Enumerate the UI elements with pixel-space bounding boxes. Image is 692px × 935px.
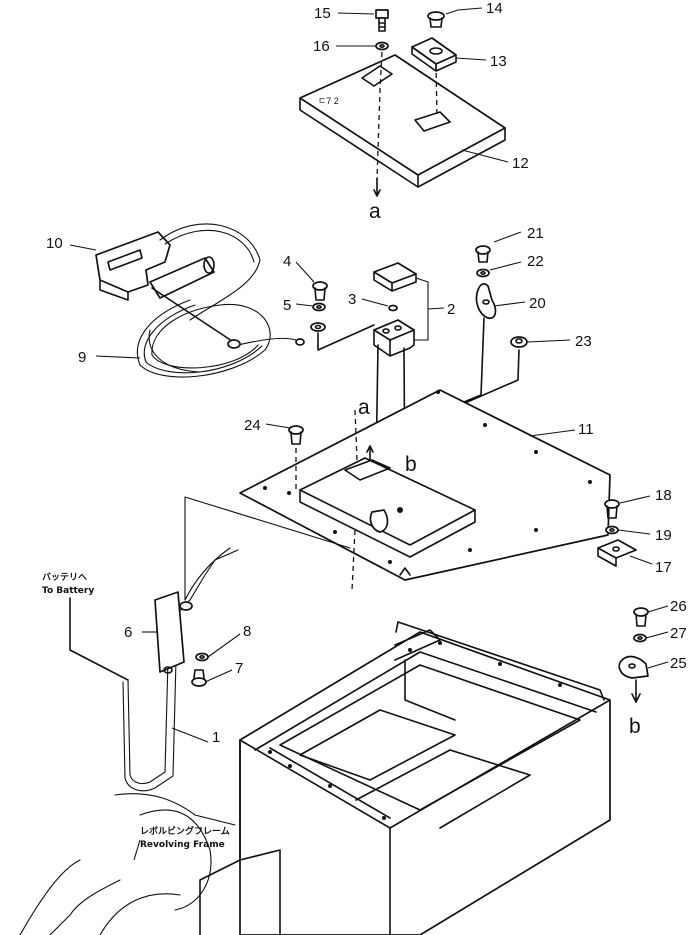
- callout-11: 11: [578, 421, 594, 438]
- bracket-top-2: [373, 262, 417, 292]
- bracket-bottom-2: [373, 319, 415, 357]
- clip-17: [597, 539, 637, 567]
- callout-4: 4: [283, 253, 291, 270]
- bolt-26: [633, 607, 649, 627]
- washer-2: [310, 322, 326, 332]
- callout-2: 2: [447, 301, 455, 318]
- washer-5: [312, 302, 326, 312]
- note-frame-jp: レボルビングフレーム: [140, 825, 230, 837]
- callout-15: 15: [314, 5, 331, 22]
- washer-19: [605, 525, 619, 535]
- callout-labels: 1 2 3 4 5 6 7 8 9 10 11 12 13 14 15 16 1…: [46, 0, 687, 746]
- grommet-23: [510, 336, 528, 348]
- knob-14: [427, 11, 445, 28]
- callout-14: 14: [486, 0, 503, 17]
- ref-a-plate: a: [358, 396, 370, 419]
- switch-box-10: [95, 231, 239, 346]
- revolving-frame: [199, 621, 611, 935]
- bolt-7: [191, 669, 207, 687]
- leader-lines: [69, 7, 669, 861]
- callout-6: 6: [124, 624, 132, 641]
- cover-plate: ㄷ7 2: [299, 54, 506, 188]
- bolt-18: [604, 499, 620, 519]
- callout-27: 27: [670, 625, 687, 642]
- callout-3: 3: [348, 291, 356, 308]
- ref-a-top: a: [369, 200, 381, 223]
- callout-5: 5: [283, 297, 291, 314]
- bracket-6: [154, 591, 193, 674]
- bolt-21: [475, 245, 491, 263]
- washer-27: [633, 633, 647, 643]
- cable-coil-9: [136, 223, 305, 378]
- clip-on-plate: [369, 509, 389, 533]
- callout-13: 13: [490, 53, 507, 70]
- bolt-4: [312, 281, 328, 301]
- bolt-24: [288, 425, 304, 445]
- ref-b-plate: b: [405, 453, 417, 476]
- callout-10: 10: [46, 235, 63, 252]
- callout-24: 24: [244, 417, 261, 434]
- frame-outline-left: [19, 793, 236, 935]
- callout-19: 19: [655, 527, 672, 544]
- callout-7: 7: [235, 660, 243, 677]
- bolt-15: [375, 9, 389, 32]
- latch-part-13: [411, 37, 457, 72]
- svg-text:ㄷ7 2: ㄷ7 2: [318, 96, 339, 106]
- callout-20: 20: [529, 295, 546, 312]
- callout-1: 1: [212, 729, 220, 746]
- callout-21: 21: [527, 225, 544, 242]
- callout-22: 22: [527, 253, 544, 270]
- callout-26: 26: [670, 598, 687, 615]
- pin-3: [388, 304, 398, 312]
- callout-12: 12: [512, 155, 529, 172]
- note-battery-en: To Battery: [42, 586, 94, 596]
- washer-16: [375, 41, 389, 51]
- callout-23: 23: [575, 333, 592, 350]
- cable-1: [122, 547, 239, 792]
- callout-25: 25: [670, 655, 687, 672]
- clip-25: [618, 655, 649, 679]
- clamp-20: [475, 283, 497, 320]
- washer-8: [195, 652, 209, 662]
- note-frame-en: Revolving Frame: [140, 840, 225, 850]
- washer-22: [476, 268, 490, 278]
- callout-18: 18: [655, 487, 672, 504]
- callout-9: 9: [78, 349, 86, 366]
- ref-b-bottom: b: [629, 715, 641, 738]
- note-battery-jp: バッテリへ: [42, 572, 87, 583]
- callout-8: 8: [243, 623, 251, 640]
- callout-16: 16: [313, 38, 330, 55]
- callout-17: 17: [655, 559, 672, 576]
